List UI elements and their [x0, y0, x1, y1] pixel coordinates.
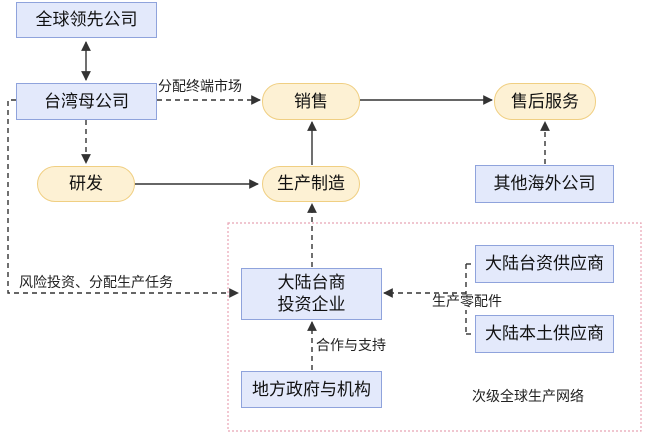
region-label: 次级全球生产网络 — [472, 389, 584, 405]
node-mainland-enterprise: 大陆台商 投资企业 — [241, 268, 382, 320]
label-distribute-markets: 分配终端市场 — [158, 79, 242, 95]
node-mainland-taiwan-suppliers: 大陆台资供应商 — [475, 245, 614, 283]
node-rnd-label: 研发 — [69, 174, 103, 194]
secondary-network-region — [227, 222, 642, 432]
node-after-sales-label: 售后服务 — [511, 91, 579, 112]
node-global-company-label: 全球领先公司 — [35, 10, 138, 30]
node-sales: 销售 — [262, 83, 360, 120]
node-manufacturing-label: 生产制造 — [277, 174, 345, 194]
label-risk-investment: 风险投资、分配生产任务 — [19, 275, 173, 291]
label-components: 生产零配件 — [432, 294, 502, 310]
node-mainland-enterprise-line1: 大陆台商 — [277, 273, 346, 293]
node-other-overseas-label: 其他海外公司 — [493, 174, 596, 194]
node-local-government-label: 地方政府与机构 — [252, 379, 371, 400]
node-mainland-taiwan-suppliers-label: 大陆台资供应商 — [485, 254, 604, 274]
node-global-company: 全球领先公司 — [16, 2, 157, 38]
node-after-sales: 售后服务 — [494, 83, 596, 120]
node-manufacturing: 生产制造 — [262, 166, 360, 202]
label-cooperation: 合作与支持 — [316, 338, 386, 354]
node-taiwan-parent-label: 台湾母公司 — [44, 91, 129, 112]
node-other-overseas: 其他海外公司 — [475, 165, 614, 203]
node-mainland-enterprise-line2: 投资企业 — [277, 295, 346, 315]
node-local-government: 地方政府与机构 — [241, 371, 382, 408]
edge-taiwan-enterprise — [7, 99, 239, 298]
node-sales-label: 销售 — [294, 91, 328, 112]
node-mainland-local-suppliers: 大陆本土供应商 — [475, 315, 614, 353]
node-rnd: 研发 — [37, 166, 135, 202]
node-taiwan-parent: 台湾母公司 — [16, 83, 157, 120]
node-mainland-local-suppliers-label: 大陆本土供应商 — [485, 324, 604, 344]
